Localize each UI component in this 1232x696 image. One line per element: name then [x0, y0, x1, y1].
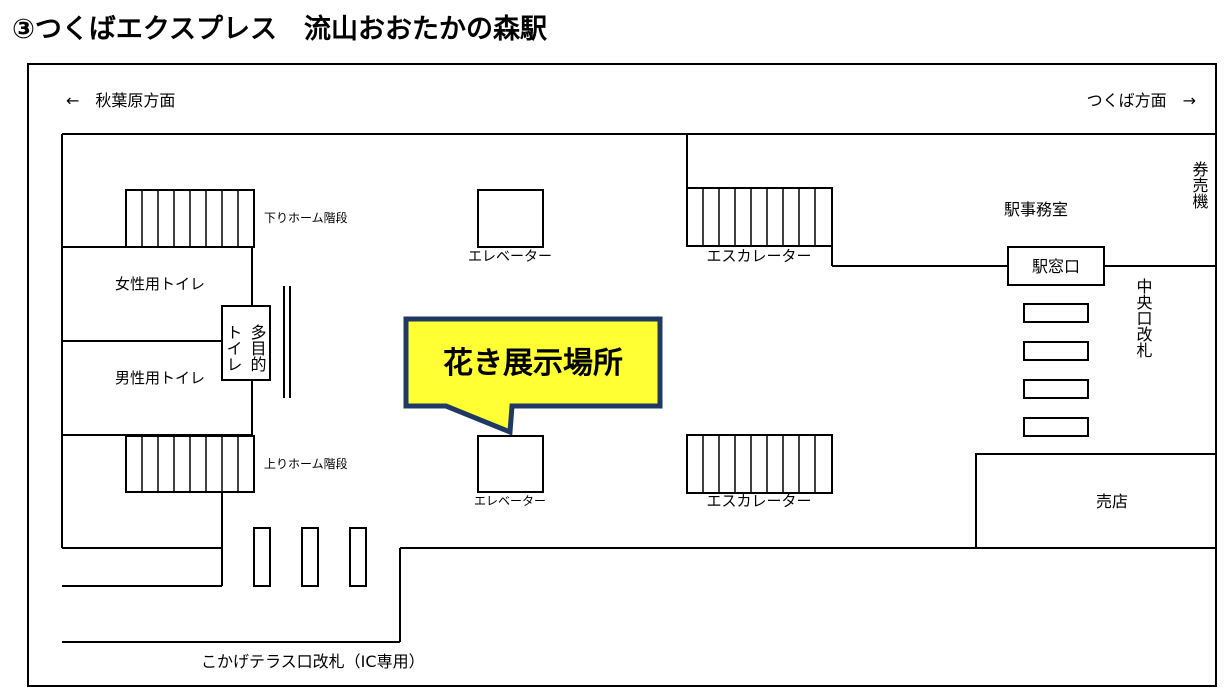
multipurpose-toilet	[221, 305, 271, 381]
womens-toilet-label: 女性用トイレ	[115, 275, 205, 293]
down-platform-stairs-label: 下りホーム階段	[264, 210, 348, 225]
ticket-machine-label: 券売機	[1190, 161, 1209, 210]
map-frame	[27, 63, 1217, 687]
elevator-bottom	[477, 435, 544, 493]
central-gate-label: 中央口改札	[1134, 278, 1153, 358]
elevator-bottom-label: エレベーター	[474, 494, 546, 508]
up-platform-stairs-label: 上りホーム階段	[264, 456, 348, 471]
station-office-label: 駅事務室	[1004, 200, 1068, 219]
flower-display-label: 花き展示場所	[443, 346, 623, 381]
multipurpose-toilet-label-col2: 多目的	[248, 324, 267, 373]
ticket-window-label: 駅窓口	[1032, 257, 1080, 276]
kokage-gate-machines	[253, 527, 367, 587]
central-gate-machines	[1023, 303, 1089, 437]
flower-display-callout	[403, 316, 663, 436]
up-platform-stairs	[125, 435, 255, 493]
escalator-top-label: エスカレーター	[706, 247, 811, 265]
direction-tsukuba: つくば方面 →	[1087, 91, 1196, 110]
kokage-gate-label: こかげテラス口改札（IC専用）	[201, 652, 425, 671]
escalator-bottom	[686, 434, 833, 494]
shop	[975, 453, 1217, 549]
elevator-top	[477, 189, 544, 248]
direction-akihabara: ← 秋葉原方面	[66, 91, 175, 110]
elevator-top-label: エレベーター	[468, 249, 552, 265]
down-platform-stairs	[125, 189, 255, 248]
ticket-window	[1007, 246, 1105, 286]
shop-label: 売店	[1096, 492, 1128, 511]
concourse-walls	[61, 133, 1216, 643]
map-title: ③つくばエクスプレス 流山おおたかの森駅	[12, 14, 547, 45]
escalator-bottom-label: エスカレーター	[706, 492, 811, 510]
multipurpose-toilet-label-col1: トイレ	[224, 324, 243, 372]
escalator-top	[686, 187, 833, 247]
mens-toilet-label: 男性用トイレ	[115, 369, 205, 387]
